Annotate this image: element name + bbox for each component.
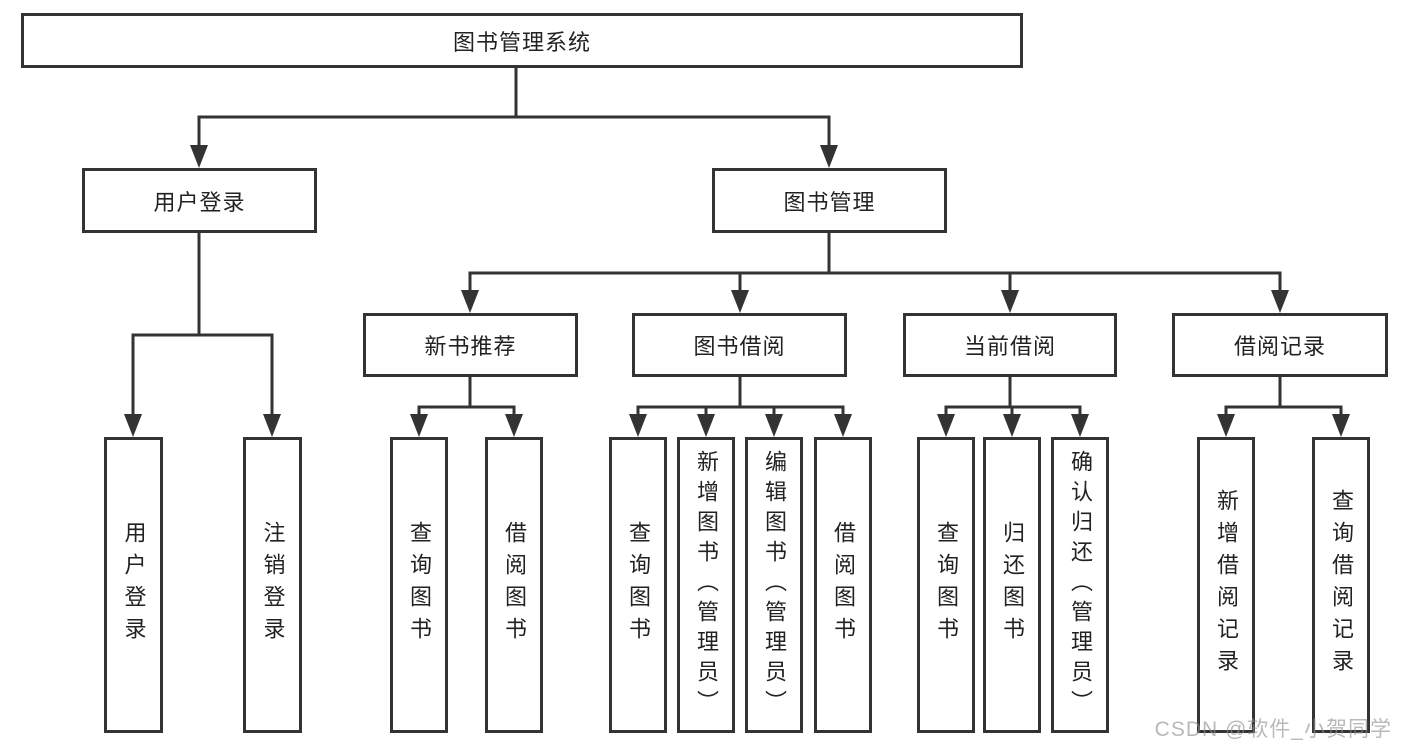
leaf-query-book-recommend: 查询图书 bbox=[390, 437, 448, 733]
leaf-logout: 注销登录 bbox=[243, 437, 302, 733]
leaf-logout-label: 注销登录 bbox=[260, 521, 286, 649]
node-current-borrow-label: 当前借阅 bbox=[963, 334, 1056, 359]
leaf-borrow-book-recommend-label: 借阅图书 bbox=[502, 521, 527, 649]
node-book-borrow-label: 图书借阅 bbox=[693, 334, 786, 359]
node-book-management-label: 图书管理 bbox=[783, 189, 876, 215]
leaf-borrow-book-borrow-label: 借阅图书 bbox=[831, 521, 856, 649]
node-user-login-label: 用户登录 bbox=[153, 189, 246, 215]
leaf-return-book: 归还图书 bbox=[983, 437, 1041, 733]
node-new-book-recommend: 新书推荐 bbox=[363, 313, 578, 377]
leaf-user-login: 用户登录 bbox=[104, 437, 163, 733]
leaf-query-borrow-record-label: 查询借阅记录 bbox=[1329, 489, 1354, 681]
node-root: 图书管理系统 bbox=[21, 13, 1023, 68]
leaf-return-book-label: 归还图书 bbox=[1000, 521, 1025, 649]
leaf-edit-book-admin-label: 编辑图书（管理员） bbox=[762, 450, 787, 720]
leaf-user-login-label: 用户登录 bbox=[121, 521, 147, 649]
leaf-borrow-book-recommend: 借阅图书 bbox=[485, 437, 543, 733]
node-root-label: 图书管理系统 bbox=[452, 29, 591, 55]
leaf-query-book-current-label: 查询图书 bbox=[934, 521, 959, 649]
leaf-confirm-return-admin-label: 确认归还（管理员） bbox=[1068, 450, 1093, 720]
leaf-borrow-book-borrow: 借阅图书 bbox=[814, 437, 872, 733]
node-book-management: 图书管理 bbox=[712, 168, 947, 233]
leaf-add-book-admin: 新增图书（管理员） bbox=[677, 437, 735, 733]
csdn-watermark: CSDN @软件_小贺同学 bbox=[1154, 718, 1392, 741]
node-current-borrow: 当前借阅 bbox=[903, 313, 1117, 377]
node-user-login: 用户登录 bbox=[82, 168, 317, 233]
leaf-add-borrow-record-label: 新增借阅记录 bbox=[1214, 489, 1239, 681]
leaf-query-book-borrow: 查询图书 bbox=[609, 437, 667, 733]
leaf-query-book-recommend-label: 查询图书 bbox=[407, 521, 432, 649]
leaf-confirm-return-admin: 确认归还（管理员） bbox=[1051, 437, 1109, 733]
node-book-borrow: 图书借阅 bbox=[632, 313, 847, 377]
leaf-query-book-borrow-label: 查询图书 bbox=[626, 521, 651, 649]
leaf-edit-book-admin: 编辑图书（管理员） bbox=[745, 437, 803, 733]
leaf-add-borrow-record: 新增借阅记录 bbox=[1197, 437, 1255, 733]
node-borrow-records-label: 借阅记录 bbox=[1233, 334, 1326, 359]
node-new-book-recommend-label: 新书推荐 bbox=[424, 334, 517, 359]
leaf-query-book-current: 查询图书 bbox=[917, 437, 975, 733]
leaf-add-book-admin-label: 新增图书（管理员） bbox=[694, 450, 719, 720]
node-borrow-records: 借阅记录 bbox=[1172, 313, 1388, 377]
leaf-query-borrow-record: 查询借阅记录 bbox=[1312, 437, 1370, 733]
